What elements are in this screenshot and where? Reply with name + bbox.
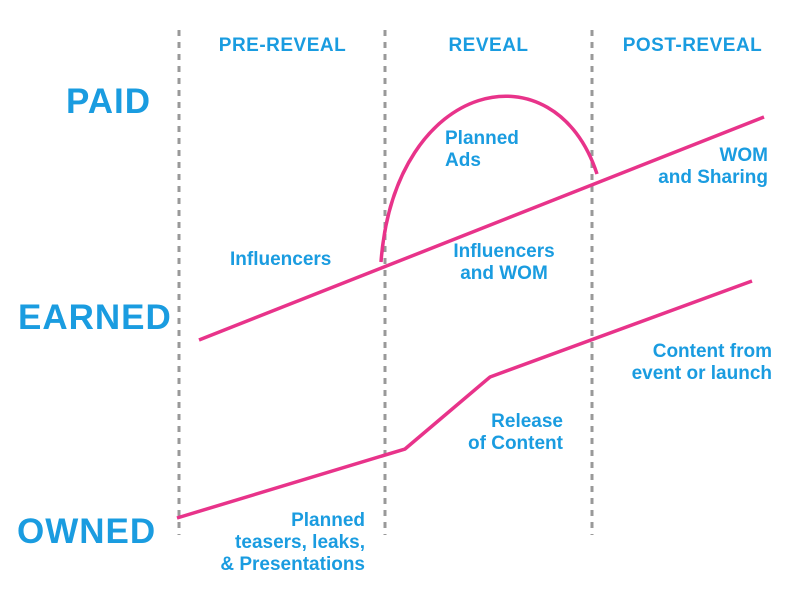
row-label-owned: OWNED — [17, 512, 157, 551]
label-wom-sharing: WOM and Sharing — [658, 145, 768, 188]
row-label-paid: PAID — [66, 82, 152, 121]
label-influencers: Influencers — [230, 249, 332, 270]
label-content-from-event: Content from event or launch — [631, 341, 772, 384]
phase-header-pre-reveal: PRE-REVEAL — [218, 35, 347, 56]
owned-trend-line — [176, 279, 753, 520]
label-planned-teasers: Planned teasers, leaks, & Presentations — [220, 510, 365, 575]
label-release-of-content: Release of Content — [468, 411, 563, 454]
phase-header-reveal: REVEAL — [448, 35, 529, 56]
label-influencers-wom: Influencers and WOM — [453, 241, 555, 284]
row-label-earned: EARNED — [18, 298, 172, 337]
paid-arc-curve — [379, 94, 599, 263]
phase-header-post-reveal: POST-REVEAL — [622, 35, 763, 56]
earned-trend-line — [198, 115, 765, 342]
label-planned-ads: Planned Ads — [445, 128, 519, 171]
